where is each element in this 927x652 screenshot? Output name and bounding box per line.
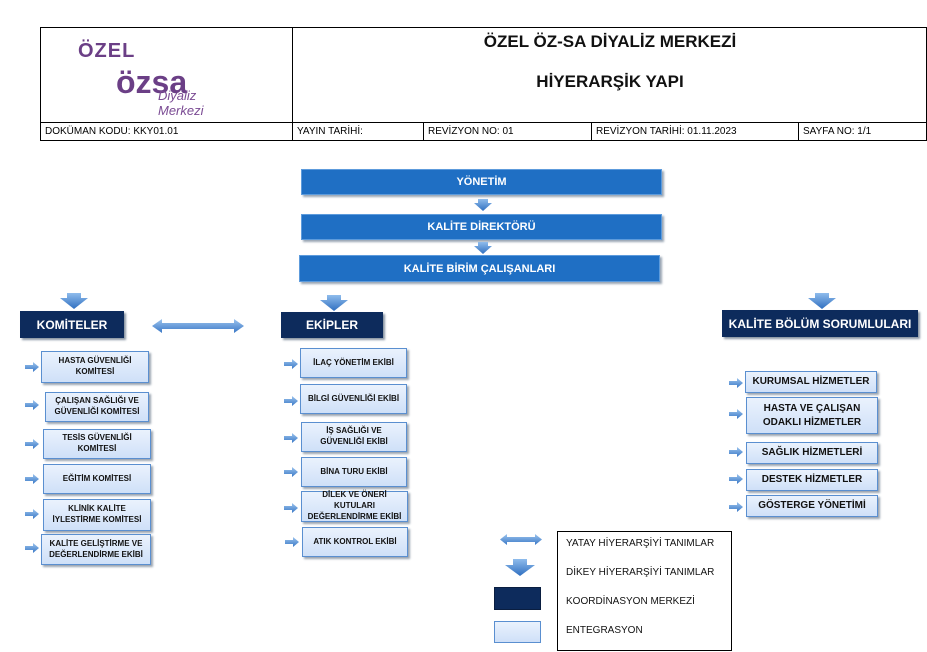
logo-text-line2: özsa: [116, 64, 188, 100]
right-arrow-icon: [729, 474, 743, 484]
publish-date: YAYIN TARİHİ:: [297, 126, 363, 137]
committee-item: KALİTE GELİŞTİRME VE DEĞERLENDİRME EKİBİ: [41, 534, 151, 565]
team-item: İŞ SAĞLIĞI VE GÜVENLİĞİ EKİBİ: [301, 422, 407, 452]
right-arrow-icon: [285, 537, 299, 547]
down-arrow-icon: [60, 293, 88, 309]
committee-item: TESİS GÜVENLİĞİ KOMİTESİ: [43, 429, 151, 459]
right-arrow-icon: [25, 509, 39, 519]
page-number: SAYFA NO: 1/1: [803, 126, 872, 137]
team-item: BİNA TURU EKİBİ: [301, 457, 407, 487]
department-item: KURUMSAL HİZMETLER: [745, 371, 877, 393]
down-arrow-icon: [474, 242, 492, 254]
team-item: BİLGİ GÜVENLİĞİ EKİBİ: [300, 384, 407, 414]
legend-coordination-swatch: [494, 587, 541, 610]
horizontal-double-arrow-icon: [152, 319, 244, 333]
down-arrow-icon: [474, 199, 492, 211]
right-arrow-icon: [729, 378, 743, 388]
legend-integration-label: ENTEGRASYON: [566, 625, 643, 636]
right-arrow-icon: [284, 396, 298, 406]
committees-header: KOMİTELER: [20, 311, 124, 338]
revision-date: REVİZYON TARİHİ: 01.11.2023: [596, 126, 737, 137]
header-divider: [292, 27, 293, 123]
header-divider: [292, 122, 293, 141]
legend-box: [557, 531, 732, 651]
header-divider: [591, 122, 592, 141]
right-arrow-icon: [729, 447, 743, 457]
team-item: ATIK KONTROL EKİBİ: [302, 527, 408, 557]
legend-vertical-label: DİKEY HİYERARŞİYİ TANIMLAR: [566, 567, 715, 578]
management-box: YÖNETİM: [301, 169, 662, 195]
department-item: SAĞLIK HİZMETLERİ: [746, 442, 878, 464]
header-divider: [423, 122, 424, 141]
right-arrow-icon: [284, 467, 298, 477]
logo-text-line3: Diyaliz Merkezi: [158, 88, 204, 118]
page-subtitle: HİYERARŞİK YAPI: [536, 72, 684, 91]
committee-item: ÇALIŞAN SAĞLIĞI VE GÜVENLİĞİ KOMİTESİ: [45, 392, 149, 422]
right-arrow-icon: [25, 400, 39, 410]
team-item: İLAÇ YÖNETİM EKİBİ: [300, 348, 407, 378]
department-item: DESTEK HİZMETLER: [746, 469, 878, 491]
team-item: DİLEK VE ÖNERİ KUTULARI DEĞERLENDİRME EK…: [301, 490, 408, 522]
committee-item: KLİNİK KALİTE İYLESTİRME KOMİTESİ: [43, 499, 151, 531]
horizontal-double-arrow-icon: [500, 534, 542, 545]
right-arrow-icon: [284, 359, 298, 369]
down-arrow-icon: [320, 295, 348, 311]
right-arrow-icon: [284, 433, 298, 443]
logo-text-line1: ÖZEL: [78, 40, 136, 62]
right-arrow-icon: [729, 409, 743, 419]
teams-header: EKİPLER: [281, 312, 383, 338]
document-code: DOKÜMAN KODU: KKY01.01: [45, 126, 179, 137]
quality-staff-box: KALİTE BİRİM ÇALIŞANLARI: [299, 255, 660, 282]
committee-item: EĞİTİM KOMİTESİ: [43, 464, 151, 494]
quality-department-header: KALİTE BÖLÜM SORUMLULARI: [722, 310, 918, 337]
right-arrow-icon: [25, 439, 39, 449]
page-title: ÖZEL ÖZ-SA DİYALİZ MERKEZİ: [483, 32, 737, 51]
right-arrow-icon: [25, 474, 39, 484]
down-arrow-icon: [505, 559, 535, 576]
legend-coordination-label: KOORDİNASYON MERKEZİ: [566, 596, 695, 607]
legend-integration-swatch: [494, 621, 541, 643]
committee-item: HASTA GÜVENLİĞİ KOMİTESİ: [41, 351, 149, 383]
right-arrow-icon: [729, 502, 743, 512]
department-item: GÖSTERGE YÖNETİMİ: [746, 495, 878, 517]
department-item: HASTA VE ÇALIŞAN ODAKLI HİZMETLER: [746, 397, 878, 434]
quality-director-box: KALİTE DİREKTÖRÜ: [301, 214, 662, 240]
header-divider: [798, 122, 799, 141]
legend-horizontal-label: YATAY HİYERARŞİYİ TANIMLAR: [566, 538, 715, 549]
right-arrow-icon: [25, 362, 39, 372]
ozsa-logo: ÖZEL özsa Diyaliz Merkezi: [70, 30, 245, 118]
revision-number: REVİZYON NO: 01: [428, 126, 514, 137]
right-arrow-icon: [284, 503, 298, 513]
right-arrow-icon: [25, 543, 39, 553]
header-divider: [40, 122, 927, 123]
down-arrow-icon: [808, 293, 836, 309]
